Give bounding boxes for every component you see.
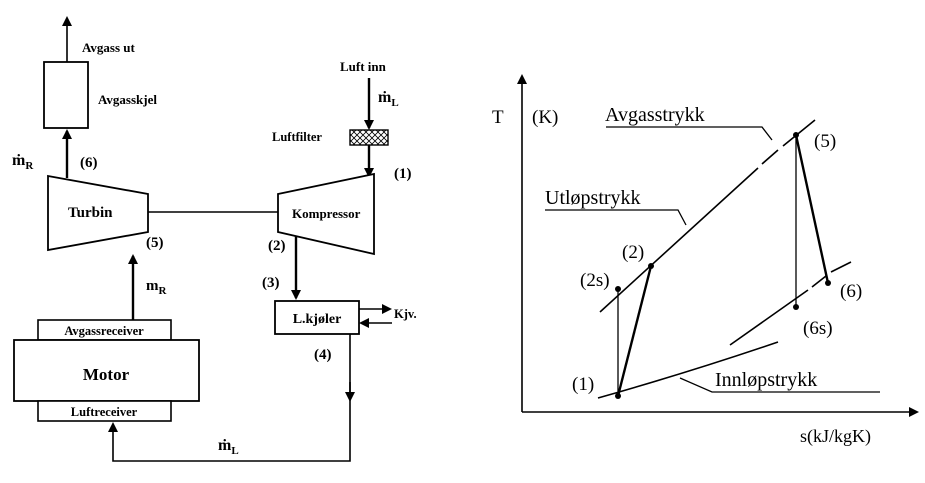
avgasskjel-label: Avgasskjel — [98, 92, 157, 107]
motor-box — [13, 339, 200, 402]
p6-label: (6) — [840, 281, 862, 302]
expansion-real-line — [794, 134, 830, 284]
p2-label: (2) — [622, 242, 644, 263]
avgasstrykk-leader — [606, 126, 773, 141]
luftfilter-box — [349, 129, 389, 146]
m-r-flow-label-mid: mR — [146, 278, 168, 297]
turbin-label: Turbin — [68, 205, 113, 221]
lkjoler-box — [274, 300, 360, 335]
state-point-6 — [825, 280, 831, 286]
t-axis-label: T — [492, 107, 504, 128]
engine-schematic: Avgass ut Avgasskjel ṁR (6) Turbin (5) m… — [12, 16, 417, 462]
innlopstrykk-label: Innløpstrykk — [715, 369, 817, 391]
m-l-flow-label-bottom: ṁL — [218, 437, 239, 457]
luftfilter-label: Luftfilter — [272, 130, 322, 144]
avgasstrykk-label: Avgasstrykk — [605, 104, 705, 126]
kompressor-label: Kompressor — [292, 206, 361, 221]
avgass-ut-label: Avgass ut — [82, 40, 136, 55]
p5-label: (5) — [814, 131, 836, 152]
point-1-label: (1) — [394, 166, 412, 182]
avgass-low-isobar-dash1 — [811, 275, 827, 288]
state-point-1 — [615, 393, 621, 399]
lkjoler-label: L.kjøler — [293, 312, 342, 327]
point-2-label: (2) — [268, 238, 286, 254]
luftreceiver-label: Luftreceiver — [71, 405, 138, 419]
utlopstrykk-label: Utløpstrykk — [545, 187, 641, 209]
ts-diagram: T (K) s(kJ/kgK) Avgasstrykk Utløpstrykk … — [492, 74, 919, 447]
air-return-line — [108, 382, 351, 462]
m-l-flow-label-top: ṁL — [378, 89, 399, 109]
luftreceiver-box — [37, 400, 172, 422]
p2s-label: (2s) — [580, 270, 610, 291]
utlopstrykk-leader — [545, 209, 687, 226]
turbine-shape — [47, 174, 149, 252]
kjv-label: Kjv. — [394, 307, 417, 321]
compressor-shape — [277, 172, 375, 256]
avgasskjel-box — [43, 61, 89, 129]
avgass-low-isobar-solid — [729, 289, 809, 346]
state-point-2s — [615, 286, 621, 292]
compression-real-line — [616, 265, 653, 397]
motor-label: Motor — [83, 365, 130, 384]
p6s-label: (6s) — [803, 318, 833, 339]
avgass-low-isobar-dash2 — [830, 261, 852, 273]
luft-inn-label: Luft inn — [340, 59, 387, 74]
point-3-label: (3) — [262, 275, 280, 291]
avgassreceiver-label: Avgassreceiver — [64, 324, 144, 338]
innlopstrykk-leader — [679, 377, 880, 393]
avgasstrykk-isobar — [782, 119, 816, 147]
p1-label: (1) — [572, 374, 594, 395]
utlopstrykk-isobar-solid — [599, 167, 759, 313]
s-axis-label: s(kJ/kgK) — [800, 426, 871, 447]
utlopstrykk-isobar-dash — [761, 149, 779, 165]
state-point-2 — [648, 263, 654, 269]
t-axis-unit: (K) — [532, 107, 558, 128]
point-4-label: (4) — [314, 347, 332, 363]
point-5-label: (5) — [146, 235, 164, 251]
point-6-label: (6) — [80, 155, 98, 171]
state-point-5 — [793, 132, 799, 138]
state-point-6s — [793, 304, 799, 310]
m-r-flow-label-top: ṁR — [12, 152, 34, 172]
